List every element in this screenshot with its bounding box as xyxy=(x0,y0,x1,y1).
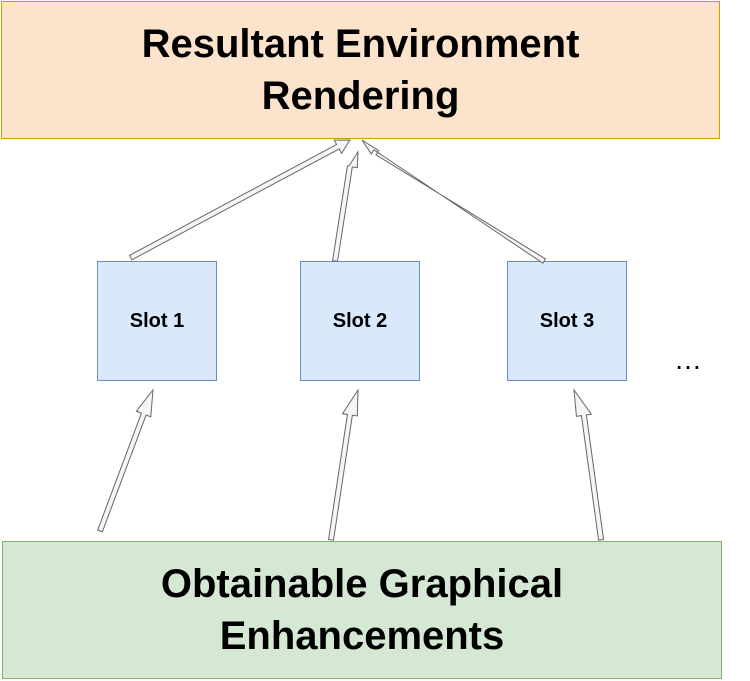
output-box-label: Resultant Environment Rendering xyxy=(142,18,580,122)
output-label-line1: Resultant Environment xyxy=(141,22,580,66)
more-slots-ellipsis: … xyxy=(674,344,702,375)
arrow-slot3-to-output xyxy=(361,139,547,264)
output-box: Resultant Environment Rendering xyxy=(1,1,720,139)
slot-2-label: Slot 2 xyxy=(332,309,388,332)
slot-1-box: Slot 1 xyxy=(97,261,217,381)
input-label-line1: Obtainable Graphical xyxy=(160,562,564,606)
slot-1-label: Slot 1 xyxy=(129,309,185,332)
arrow-slot1-to-output xyxy=(128,139,351,261)
slot-3-box: Slot 3 xyxy=(507,261,627,381)
slot-3-label: Slot 3 xyxy=(539,309,595,332)
arrow-input-to-slot1 xyxy=(97,388,154,533)
input-label-line2: Enhancements xyxy=(219,614,505,658)
arrow-input-to-slot3 xyxy=(573,388,605,541)
input-box-label: Obtainable Graphical Enhancements xyxy=(161,558,563,662)
slot-2-box: Slot 2 xyxy=(300,261,420,381)
arrow-input-to-slot2 xyxy=(327,388,359,541)
arrow-slot2-to-output xyxy=(331,150,359,262)
output-label-line2: Rendering xyxy=(261,74,460,118)
input-box: Obtainable Graphical Enhancements xyxy=(2,541,722,679)
